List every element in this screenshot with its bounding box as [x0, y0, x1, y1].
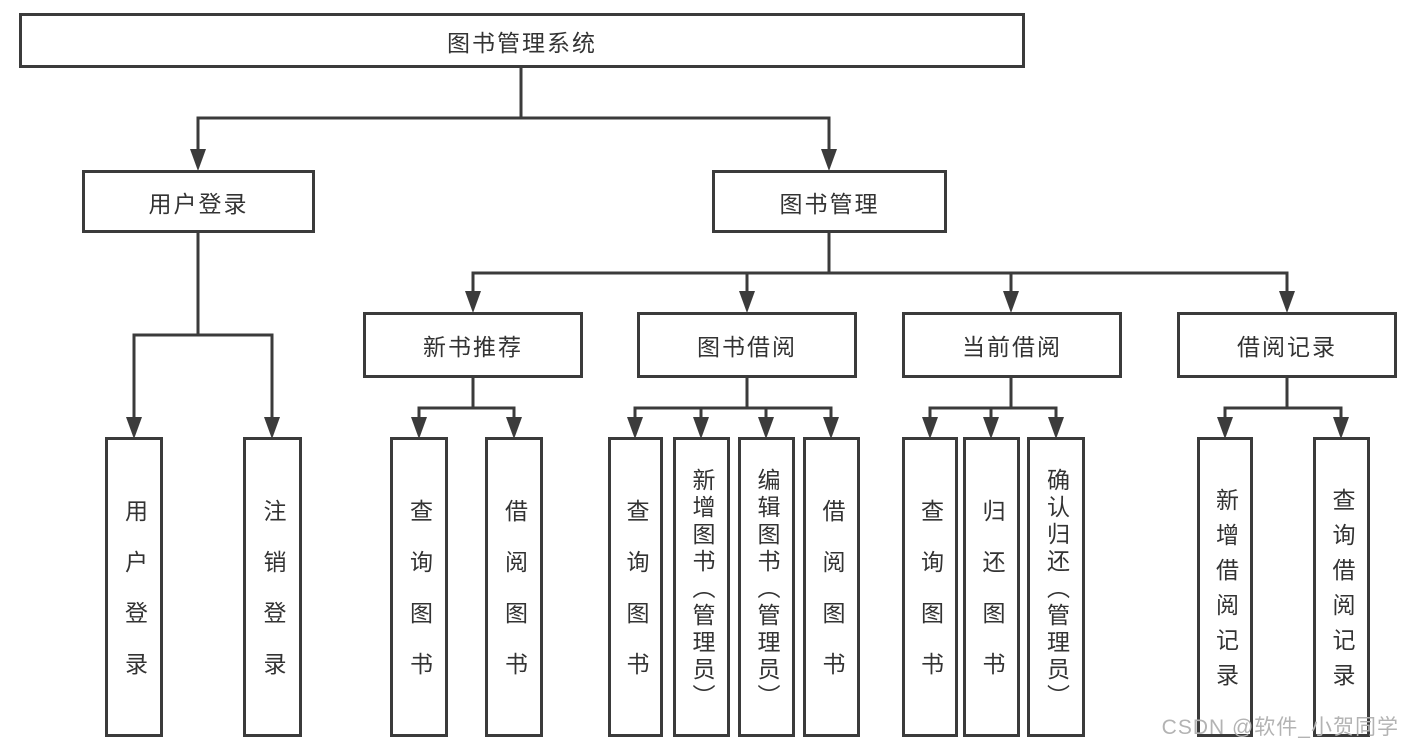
- node-label: 确认归还（管理员）: [1043, 467, 1070, 711]
- node-label: 注销登录: [260, 499, 286, 703]
- leaf-add-borrow-record: 新增借阅记录: [1197, 437, 1253, 737]
- node-root: 图书管理系统: [19, 13, 1025, 68]
- node-book-mgmt: 图书管理: [712, 170, 947, 233]
- node-user-login: 用户登录: [82, 170, 315, 233]
- node-label: 当前借阅: [962, 334, 1062, 360]
- node-label: 归还图书: [979, 499, 1005, 703]
- node-label: 查询图书: [917, 499, 944, 703]
- node-label: 图书借阅: [697, 334, 797, 360]
- leaf-confirm-return-admin: 确认归还（管理员）: [1027, 437, 1085, 737]
- node-label: 查询借阅记录: [1329, 488, 1355, 698]
- leaf-add-book-admin: 新增图书（管理员）: [673, 437, 730, 737]
- leaf-logout: 注销登录: [243, 437, 302, 737]
- node-label: 图书管理系统: [447, 29, 597, 56]
- node-label: 新增借阅记录: [1212, 488, 1239, 698]
- node-label: 用户登录: [148, 190, 249, 217]
- node-label: 借阅图书: [501, 499, 528, 703]
- leaf-query-book-bb: 查询图书: [608, 437, 663, 737]
- leaf-query-book-rec: 查询图书: [390, 437, 448, 737]
- node-label: 图书管理: [779, 190, 880, 217]
- node-current-borrow: 当前借阅: [902, 312, 1122, 378]
- node-borrow-record: 借阅记录: [1177, 312, 1397, 378]
- connector-root-to-level2: [190, 68, 837, 171]
- node-label: 新书推荐: [423, 334, 523, 360]
- connector-current-borrow-to-leaves: [922, 378, 1064, 439]
- leaf-borrow-book-bb: 借阅图书: [803, 437, 860, 737]
- node-label: 新增图书（管理员）: [689, 467, 715, 711]
- leaf-query-borrow-record: 查询借阅记录: [1313, 437, 1370, 737]
- node-label: 用户登录: [121, 499, 148, 703]
- node-label: 编辑图书（管理员）: [754, 467, 780, 711]
- node-book-borrow: 图书借阅: [637, 312, 857, 378]
- leaf-query-book-cb: 查询图书: [902, 437, 958, 737]
- node-label: 借阅图书: [819, 499, 845, 703]
- leaf-user-login: 用户登录: [105, 437, 163, 737]
- leaf-edit-book-admin: 编辑图书（管理员）: [738, 437, 795, 737]
- connector-book-mgmt-to-level3: [465, 233, 1295, 313]
- leaf-borrow-book-rec: 借阅图书: [485, 437, 543, 737]
- connector-user-login-to-leaves: [126, 233, 280, 439]
- connector-book-borrow-to-leaves: [627, 378, 839, 439]
- node-label: 查询图书: [406, 499, 433, 703]
- connector-new-book-rec-to-leaves: [411, 378, 522, 439]
- node-label: 查询图书: [623, 499, 649, 703]
- node-new-book-rec: 新书推荐: [363, 312, 583, 378]
- connector-borrow-record-to-leaves: [1217, 378, 1349, 439]
- leaf-return-book: 归还图书: [963, 437, 1020, 737]
- node-label: 借阅记录: [1237, 334, 1337, 360]
- watermark: CSDN @软件_小贺同学: [1161, 716, 1399, 739]
